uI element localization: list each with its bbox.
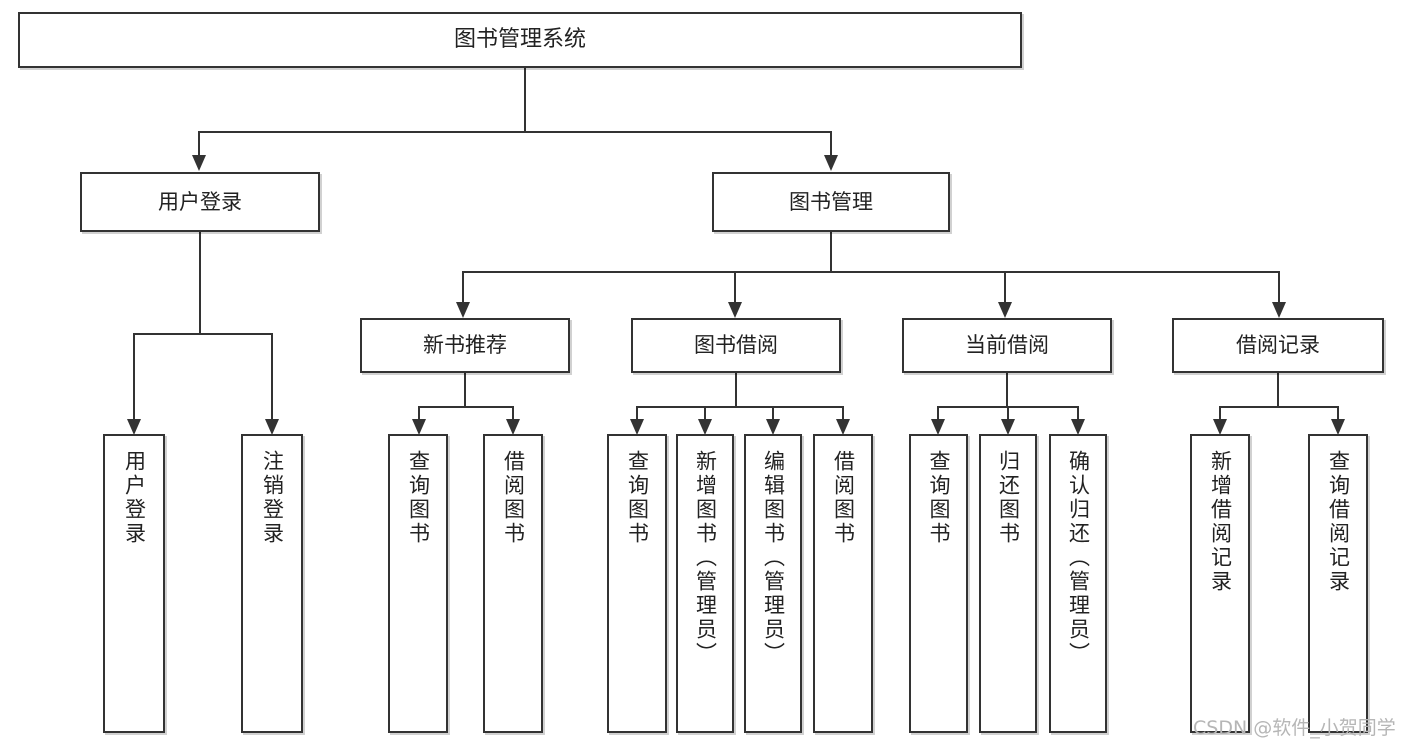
- arrowhead-leaf-return-book: [1001, 419, 1015, 435]
- connector-drop-leaf-return-book: [1007, 406, 1009, 421]
- node-label: 借阅图书: [831, 450, 856, 546]
- arrowhead-leaf-query-book-2: [630, 419, 644, 435]
- arrowhead-leaf-add-book-admin: [698, 419, 712, 435]
- node-current-borrow[interactable]: 当前借阅: [902, 318, 1112, 373]
- node-label: 编辑图书（管理员）: [761, 450, 786, 666]
- arrowhead-book-manage: [824, 155, 838, 171]
- node-leaf-user-login[interactable]: 用户登录: [103, 434, 165, 733]
- node-label: 确认归还（管理员）: [1066, 450, 1091, 666]
- node-label: 归还图书: [996, 450, 1021, 546]
- connector-drop-leaf-logout-login: [271, 333, 273, 421]
- arrowhead-leaf-logout-login: [265, 419, 279, 435]
- node-leaf-query-book-3[interactable]: 查询图书: [909, 434, 968, 733]
- node-label: 新增借阅记录: [1208, 450, 1233, 594]
- arrowhead-leaf-query-borrow-record: [1331, 419, 1345, 435]
- node-leaf-return-book[interactable]: 归还图书: [979, 434, 1037, 733]
- node-book-manage[interactable]: 图书管理: [712, 172, 950, 232]
- connector-drop-leaf-edit-book-admin: [772, 406, 774, 421]
- node-label: 注销登录: [260, 450, 285, 546]
- connector-drop-current-borrow: [1004, 271, 1006, 304]
- connector-stem-book-manage: [830, 232, 832, 273]
- node-label: 借阅图书: [501, 450, 526, 546]
- arrowhead-leaf-user-login: [127, 419, 141, 435]
- node-book-borrow[interactable]: 图书借阅: [631, 318, 841, 373]
- connector-bus-book-borrow: [636, 406, 844, 408]
- connector-stem-new-book-recommend: [464, 373, 466, 407]
- connector-drop-leaf-confirm-return-admin: [1077, 406, 1079, 421]
- arrowhead-leaf-borrow-book-1: [506, 419, 520, 435]
- arrowhead-new-book-recommend: [456, 302, 470, 318]
- connector-bus-book-manage: [462, 271, 1280, 273]
- connector-drop-new-book-recommend: [462, 271, 464, 304]
- connector-drop-leaf-borrow-book-1: [512, 406, 514, 421]
- arrowhead-book-borrow: [728, 302, 742, 318]
- connector-drop-leaf-borrow-book-2: [842, 406, 844, 421]
- node-leaf-add-book-admin[interactable]: 新增图书（管理员）: [676, 434, 734, 733]
- node-user-login[interactable]: 用户登录: [80, 172, 320, 232]
- node-leaf-add-borrow-record[interactable]: 新增借阅记录: [1190, 434, 1250, 733]
- node-label: 图书管理: [789, 189, 873, 214]
- node-leaf-query-book-1[interactable]: 查询图书: [388, 434, 448, 733]
- node-label: 查询图书: [406, 450, 431, 546]
- connector-stem-book-borrow: [735, 373, 737, 407]
- node-label: 图书借阅: [694, 333, 778, 358]
- connector-drop-book-manage: [830, 131, 832, 157]
- connector-drop-book-borrow: [734, 271, 736, 304]
- node-label: 查询图书: [625, 450, 650, 546]
- connector-stem-user-login: [199, 232, 201, 334]
- connector-drop-leaf-add-borrow-record: [1219, 406, 1221, 421]
- connector-drop-user-login: [198, 131, 200, 157]
- arrowhead-leaf-edit-book-admin: [766, 419, 780, 435]
- node-label: 新增图书（管理员）: [693, 450, 718, 666]
- node-label: 用户登录: [122, 450, 147, 546]
- node-leaf-query-book-2[interactable]: 查询图书: [607, 434, 667, 733]
- node-leaf-borrow-book-2[interactable]: 借阅图书: [813, 434, 873, 733]
- arrowhead-current-borrow: [998, 302, 1012, 318]
- node-leaf-borrow-book-1[interactable]: 借阅图书: [483, 434, 543, 733]
- node-borrow-record[interactable]: 借阅记录: [1172, 318, 1384, 373]
- connector-drop-leaf-query-book-2: [636, 406, 638, 421]
- connector-level2-bus: [198, 131, 832, 133]
- connector-bus-user-login: [133, 333, 271, 335]
- connector-root-stem: [524, 68, 526, 132]
- connector-drop-leaf-user-login: [133, 333, 135, 421]
- node-leaf-confirm-return-admin[interactable]: 确认归还（管理员）: [1049, 434, 1107, 733]
- node-leaf-edit-book-admin[interactable]: 编辑图书（管理员）: [744, 434, 802, 733]
- connector-drop-leaf-query-borrow-record: [1337, 406, 1339, 421]
- node-label: 查询借阅记录: [1326, 450, 1351, 594]
- connector-drop-leaf-query-book-1: [418, 406, 420, 421]
- arrowhead-user-login: [192, 155, 206, 171]
- arrowhead-leaf-add-borrow-record: [1213, 419, 1227, 435]
- node-label: 借阅记录: [1236, 333, 1320, 358]
- arrowhead-leaf-query-book-1: [412, 419, 426, 435]
- arrowhead-borrow-record: [1272, 302, 1286, 318]
- arrowhead-leaf-query-book-3: [931, 419, 945, 435]
- connector-drop-borrow-record: [1278, 271, 1280, 304]
- node-label: 当前借阅: [965, 333, 1049, 358]
- arrowhead-leaf-confirm-return-admin: [1071, 419, 1085, 435]
- node-label: 新书推荐: [423, 333, 507, 358]
- node-new-book-recommend[interactable]: 新书推荐: [360, 318, 570, 373]
- node-label: 查询图书: [927, 450, 951, 546]
- node-label: 用户登录: [158, 189, 242, 214]
- connector-bus-new-book-recommend: [418, 406, 514, 408]
- connector-stem-current-borrow: [1006, 373, 1008, 407]
- connector-drop-leaf-query-book-3: [937, 406, 939, 421]
- node-leaf-logout-login[interactable]: 注销登录: [241, 434, 303, 733]
- connector-drop-leaf-add-book-admin: [704, 406, 706, 421]
- node-label: 图书管理系统: [453, 27, 586, 53]
- node-leaf-query-borrow-record[interactable]: 查询借阅记录: [1308, 434, 1368, 733]
- connector-stem-borrow-record: [1277, 373, 1279, 407]
- arrowhead-leaf-borrow-book-2: [836, 419, 850, 435]
- connector-bus-borrow-record: [1219, 406, 1339, 408]
- node-root-system[interactable]: 图书管理系统: [18, 12, 1022, 68]
